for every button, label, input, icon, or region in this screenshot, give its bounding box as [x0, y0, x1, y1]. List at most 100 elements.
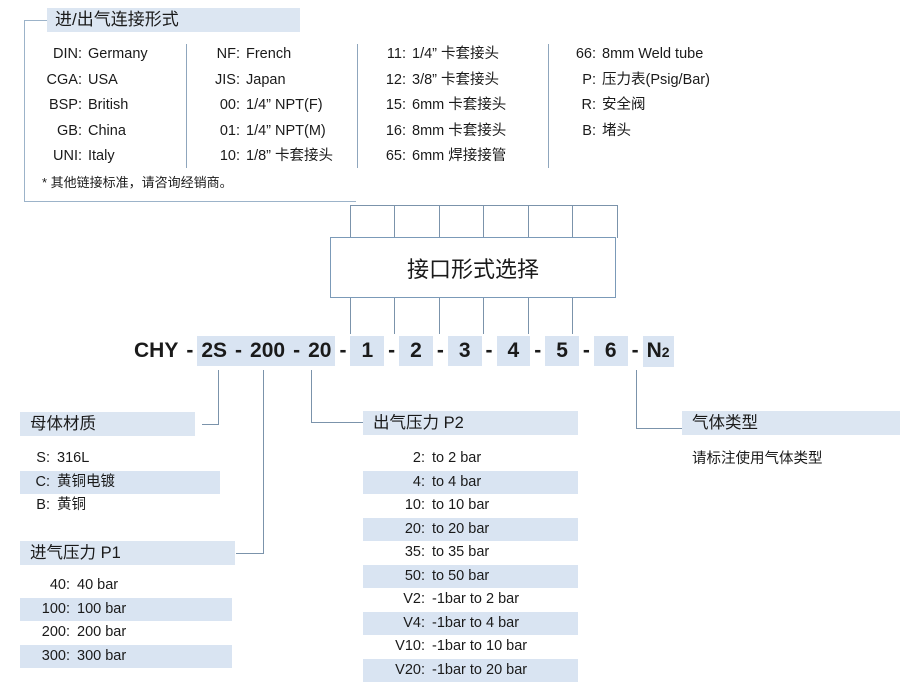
- outlet-pressure-row: 10: to 10 bar: [363, 494, 578, 518]
- part-segment-iface-1: 1: [350, 336, 385, 366]
- inlet-pressure-title: 进气压力 P1: [20, 541, 235, 565]
- connection-desc: 安全阀: [602, 97, 646, 113]
- connection-row: JIS: Japan: [206, 68, 376, 94]
- option-code: 2:: [412, 450, 425, 466]
- inlet-pressure-row: 200: 200 bar: [20, 621, 232, 645]
- option-code: C:: [35, 473, 51, 490]
- option-code: V20:: [395, 661, 425, 678]
- inlet-pressure-row: 100: 100 bar: [20, 597, 232, 621]
- connection-code: 12:: [385, 71, 406, 88]
- connection-group-bracket: [24, 20, 356, 202]
- connection-footnote: * 其他链接标准，请咨询经销商。: [42, 175, 233, 190]
- option-desc: to 20 bar: [432, 520, 490, 537]
- comb-tooth-down: [528, 298, 529, 334]
- part-segment-p2: 20: [304, 336, 336, 366]
- option-code: 40:: [49, 577, 70, 593]
- column-divider: [548, 44, 549, 168]
- comb-tooth-up: [572, 205, 573, 238]
- connection-row: 01: 1/4” NPT(M): [206, 119, 376, 145]
- connection-row: DIN: Germany: [38, 42, 186, 68]
- option-desc: to 35 bar: [432, 544, 490, 560]
- connection-desc: Germany: [88, 46, 148, 62]
- connection-box-top-stub: [24, 20, 48, 21]
- option-code: S:: [36, 450, 50, 466]
- body-material-options: S: 316L C: 黄铜电镀 B: 黄铜: [20, 447, 220, 518]
- connection-code: R:: [581, 97, 597, 113]
- option-desc: 黄铜: [57, 497, 86, 513]
- connection-row: UNI: Italy: [38, 144, 186, 170]
- option-code: V10:: [395, 638, 425, 654]
- connection-row: 10: 1/8” 卡套接头: [206, 144, 376, 170]
- outlet-pressure-row: V4: -1bar to 4 bar: [363, 611, 578, 635]
- part-segment-material: 2S: [197, 336, 232, 366]
- option-code: 20:: [404, 520, 425, 537]
- part-separator: -: [534, 339, 542, 362]
- connection-desc: 堵头: [602, 122, 631, 139]
- outlet-pressure-row: 4: to 4 bar: [363, 470, 578, 494]
- connection-code: 66:: [575, 46, 596, 62]
- connection-row: R: 安全阀: [566, 93, 746, 119]
- option-desc: 黄铜电镀: [57, 473, 115, 490]
- interface-selection-box: 接口形式选择: [330, 237, 616, 298]
- connection-column-ferrule: 11: 1/4” 卡套接头 12: 3/8” 卡套接头 15: 6mm 卡套接头…: [376, 42, 546, 170]
- option-desc: -1bar to 10 bar: [432, 638, 528, 654]
- inlet-pressure-row: 40: 40 bar: [20, 574, 232, 598]
- body-material-row: S: 316L: [20, 447, 220, 471]
- connection-code: 10:: [219, 148, 240, 164]
- connection-desc: Italy: [88, 148, 115, 164]
- connection-desc: British: [88, 97, 129, 113]
- comb-tooth-up: [617, 205, 618, 238]
- option-desc: to 2 bar: [432, 450, 482, 466]
- connection-desc: 1/4” NPT(M): [246, 122, 326, 139]
- connection-desc: Japan: [246, 71, 286, 88]
- outlet-pressure-row: V2: -1bar to 2 bar: [363, 588, 578, 612]
- connection-code: B:: [582, 122, 596, 139]
- part-segment-prefix: CHY: [134, 339, 179, 362]
- connection-desc: China: [88, 122, 126, 139]
- connection-code: 65:: [385, 148, 406, 164]
- comb-tooth-up: [350, 205, 351, 238]
- option-code: 100:: [41, 600, 70, 617]
- connection-row: 12: 3/8” 卡套接头: [376, 68, 546, 94]
- connection-code: UNI:: [53, 148, 82, 164]
- elbow-p2-horizontal: [311, 422, 363, 423]
- elbow-gas-vertical: [636, 370, 637, 428]
- connection-desc: 6mm 焊接接管: [412, 148, 507, 164]
- column-divider: [186, 44, 187, 168]
- outlet-pressure-row: V20: -1bar to 20 bar: [363, 658, 578, 682]
- option-code: 200:: [41, 624, 70, 640]
- body-material-title: 母体材质: [20, 412, 195, 436]
- connection-code: 00:: [219, 97, 240, 113]
- option-desc: 100 bar: [77, 600, 127, 617]
- connection-row: B: 堵头: [566, 119, 746, 145]
- comb-top-rail: [350, 205, 618, 206]
- connection-code: 15:: [385, 97, 406, 113]
- connection-row: CGA: USA: [38, 68, 186, 94]
- option-code: 300:: [41, 647, 70, 664]
- option-desc: -1bar to 4 bar: [432, 614, 520, 631]
- connection-row: GB: China: [38, 119, 186, 145]
- part-gas-symbol: N: [646, 338, 662, 362]
- connection-row: 16: 8mm 卡套接头: [376, 119, 546, 145]
- comb-tooth-down: [439, 298, 440, 334]
- connection-code: NF:: [216, 46, 240, 62]
- connection-desc: French: [246, 46, 292, 62]
- connection-code: GB:: [57, 122, 82, 139]
- connection-desc: 1/8” 卡套接头: [246, 148, 334, 164]
- option-desc: -1bar to 20 bar: [432, 661, 528, 678]
- part-separator: -: [231, 336, 247, 366]
- part-segment-iface-6: 6: [593, 336, 628, 366]
- comb-tooth-down: [394, 298, 395, 334]
- connection-code: DIN:: [53, 46, 82, 62]
- elbow-gas-horizontal: [636, 428, 682, 429]
- part-segment-iface-5: 5: [545, 336, 579, 366]
- body-material-row: B: 黄铜: [20, 494, 220, 518]
- part-segment-p1: 200: [246, 336, 290, 366]
- connection-code: JIS:: [215, 71, 240, 88]
- connection-desc: 压力表(Psig/Bar): [602, 71, 710, 88]
- connection-code: CGA:: [46, 71, 82, 88]
- connection-code: 11:: [386, 46, 406, 62]
- connection-desc: 3/8” 卡套接头: [412, 71, 500, 88]
- comb-tooth-up: [439, 205, 440, 238]
- connection-column-standards: DIN: Germany CGA: USA BSP: British GB: C…: [38, 42, 186, 170]
